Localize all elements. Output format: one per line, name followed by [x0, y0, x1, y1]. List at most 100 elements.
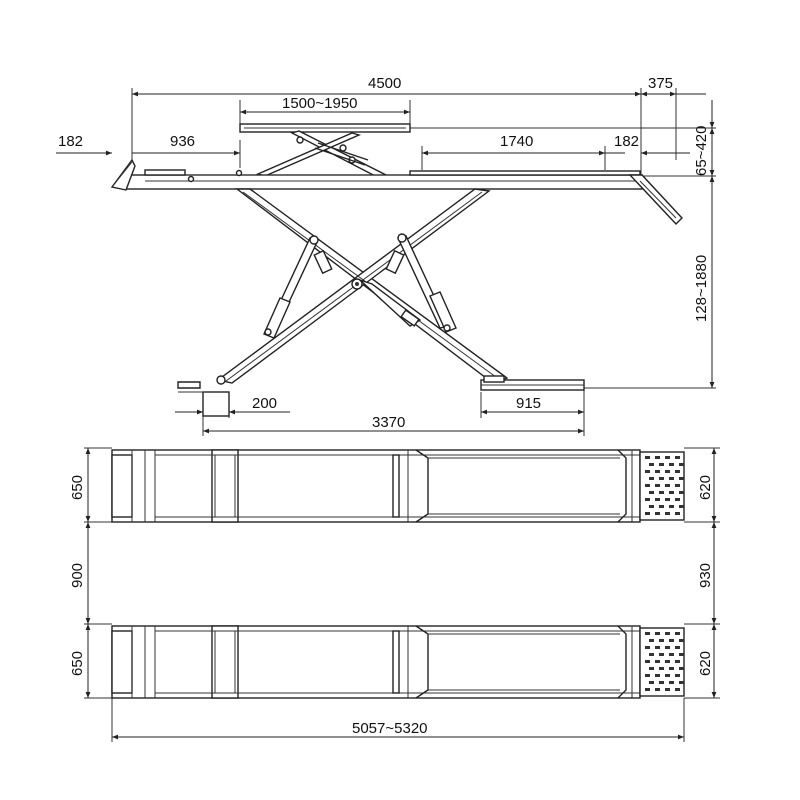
ramp-slot [645, 688, 650, 691]
ramp-slot [645, 456, 650, 459]
ramp-slot [675, 484, 680, 487]
ramp-slot [675, 470, 680, 473]
ramp-slot [669, 491, 674, 494]
ramp-slot [645, 674, 650, 677]
label-base-left-pad: 200 [252, 395, 277, 412]
ramp-slot [679, 653, 684, 656]
ramp-slot [675, 660, 680, 663]
label-base-right-pad: 915 [516, 395, 541, 412]
ramp-slot [669, 681, 674, 684]
ramp-slot [659, 477, 664, 480]
ramp-plate-slots-top [645, 456, 684, 515]
label-secondary-table: 1500~1950 [282, 95, 358, 112]
ramp-slot [675, 688, 680, 691]
dimension-lines [56, 91, 715, 434]
label-overall-length: 5057~5320 [352, 720, 428, 737]
hydraulic-cylinders [263, 233, 457, 339]
ramp-slot [655, 646, 660, 649]
label-ramp-overhang: 375 [648, 75, 673, 92]
ramp-slot [659, 463, 664, 466]
ramp-slot [659, 491, 664, 494]
ramp-slot [645, 484, 650, 487]
label-runway-gap-right: 930 [697, 563, 714, 588]
ramp-slot [679, 667, 684, 670]
main-runway-platform [125, 169, 643, 190]
main-scissor-arms [216, 188, 509, 385]
ramp-slot [669, 667, 674, 670]
ramp-slot [665, 660, 670, 663]
label-right-ramp: 182 [614, 133, 639, 150]
label-lift-height: 128~1880 [693, 255, 710, 322]
label-base-span: 3370 [372, 414, 405, 431]
top-view-labels: 650 900 650 620 930 620 5057~5320 [69, 475, 714, 737]
ramp-slot [679, 505, 684, 508]
ramp-slot [665, 512, 670, 515]
ramp-slot [649, 667, 654, 670]
ramp-slot [655, 484, 660, 487]
ramp-slot [665, 674, 670, 677]
ramp-slot [675, 646, 680, 649]
ramp-slot [679, 477, 684, 480]
ramp-slot [679, 491, 684, 494]
ramp-slot [665, 498, 670, 501]
ramp-slot [665, 632, 670, 635]
ramp-slot [675, 632, 680, 635]
side-view-labels: 4500 375 1500~1950 182 936 1740 182 65~4… [58, 75, 710, 431]
ramp-slot [659, 667, 664, 670]
ramp-slot [659, 681, 664, 684]
label-right-section: 1740 [500, 133, 533, 150]
ramp-slot [649, 491, 654, 494]
ramp-slot [649, 681, 654, 684]
label-total-length: 4500 [368, 75, 401, 92]
ramp-slot [679, 639, 684, 642]
top-view: 650 900 650 620 930 620 5057~5320 [69, 447, 720, 742]
base-left-plate [177, 375, 230, 417]
ramp-slot [645, 470, 650, 473]
right-ramp [628, 174, 683, 226]
ramp-slot [675, 512, 680, 515]
ramp-slot [669, 653, 674, 656]
ramp-slot [655, 688, 660, 691]
label-table-travel: 65~420 [693, 126, 710, 176]
label-runway-width-left-2: 650 [69, 651, 86, 676]
label-runway-width-right-2: 620 [697, 651, 714, 676]
ramp-slot [649, 639, 654, 642]
side-view: 4500 375 1500~1950 182 936 1740 182 65~4… [56, 75, 716, 436]
ramp-slot [655, 660, 660, 663]
ramp-slot [655, 512, 660, 515]
ramp-slot [675, 456, 680, 459]
ramp-slot [649, 463, 654, 466]
ramp-plate-slots-bottom [645, 632, 684, 691]
label-runway-width-right-1: 620 [697, 475, 714, 500]
label-left-offset: 936 [170, 133, 195, 150]
top-dimension-lines [85, 448, 717, 740]
ramp-slot [669, 639, 674, 642]
ramp-slot [645, 498, 650, 501]
ramp-slot [649, 477, 654, 480]
ramp-slot [645, 646, 650, 649]
ramp-slot [655, 456, 660, 459]
ramp-slot [665, 456, 670, 459]
ramp-slot [659, 505, 664, 508]
secondary-scissor-arms [255, 130, 390, 180]
ramp-slot [679, 463, 684, 466]
ramp-slot [669, 463, 674, 466]
ramp-slot [669, 477, 674, 480]
ramp-slot [649, 505, 654, 508]
label-runway-width-left-1: 650 [69, 475, 86, 500]
ramp-slot [645, 632, 650, 635]
ramp-slot [649, 653, 654, 656]
ramp-slot [665, 470, 670, 473]
ramp-slot [679, 681, 684, 684]
runway-bottom [111, 625, 685, 699]
ramp-slot [659, 653, 664, 656]
ramp-slot [675, 498, 680, 501]
ramp-slot [659, 639, 664, 642]
ramp-slot [645, 512, 650, 515]
ramp-slot [655, 470, 660, 473]
ramp-slot [665, 646, 670, 649]
ramp-slot [645, 660, 650, 663]
secondary-lift-table [239, 123, 411, 133]
base-right-plate [480, 375, 585, 391]
